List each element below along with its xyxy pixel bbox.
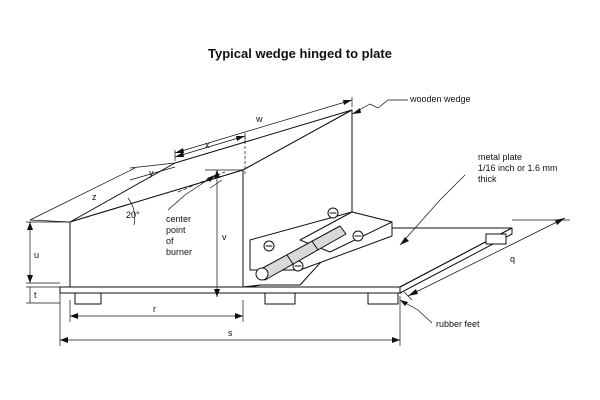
rubber-feet bbox=[74, 233, 507, 305]
diagram-title: Typical wedge hinged to plate bbox=[208, 46, 392, 61]
dim-v-label: v bbox=[222, 232, 227, 242]
dim-q-label: q bbox=[510, 254, 515, 264]
metal-plate-label: metal plate bbox=[478, 152, 522, 162]
dim-t-label: t bbox=[34, 290, 37, 300]
rubber-foot bbox=[485, 233, 507, 245]
dim-y-label: y bbox=[149, 168, 154, 178]
leader-lines bbox=[167, 99, 466, 324]
dim-x-label: x bbox=[205, 140, 210, 150]
dim-w-label: w bbox=[255, 114, 263, 124]
dim-z-label: z bbox=[92, 192, 97, 202]
arrowheads bbox=[27, 100, 565, 343]
metal-plate-thickness: 1/16 inch or 1.6 mm bbox=[478, 163, 558, 173]
center-mark bbox=[209, 179, 223, 189]
dim-r-label: r bbox=[153, 304, 156, 314]
metal-plate-thick-label: thick bbox=[478, 174, 497, 184]
rubber-foot bbox=[264, 292, 296, 305]
rubber-foot bbox=[74, 292, 102, 305]
dim-u-label: u bbox=[34, 250, 39, 260]
wooden-wedge-label: wooden wedge bbox=[409, 94, 471, 104]
of-label: of bbox=[166, 236, 174, 246]
dim-s-label: s bbox=[228, 328, 233, 338]
rubber-foot bbox=[367, 292, 399, 305]
angle-label: 20° bbox=[126, 210, 140, 220]
center-label: center bbox=[166, 214, 191, 224]
hinge bbox=[249, 207, 393, 281]
rubber-feet-label: rubber feet bbox=[436, 319, 480, 329]
dimension-lines bbox=[26, 97, 570, 346]
burner-label: burner bbox=[166, 247, 192, 257]
point-label: point bbox=[166, 225, 186, 235]
